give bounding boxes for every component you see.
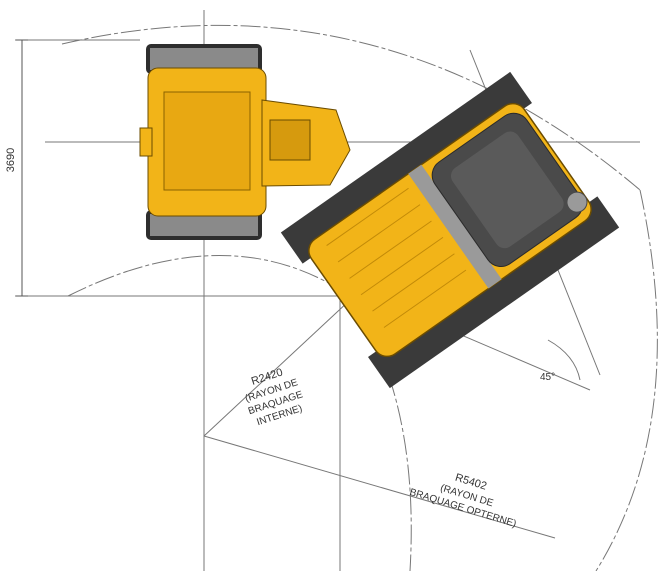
outer-arc-top xyxy=(61,24,641,191)
rear-engine-cover xyxy=(163,91,251,191)
hood-band xyxy=(408,164,502,289)
outer-radius-group: R5402 (RAYON DE BRAQUAGE OPTERNE) xyxy=(408,472,518,530)
rear-counterweight xyxy=(139,127,153,157)
inner-radius-line xyxy=(203,299,351,437)
rear-tire-bottom-tread xyxy=(150,214,258,236)
rear-frame xyxy=(139,44,351,240)
hitch-block xyxy=(269,119,311,161)
outer-arc-right xyxy=(595,189,658,572)
front-track-right xyxy=(368,196,620,389)
outer-radius-line xyxy=(203,435,556,539)
cab-window xyxy=(450,131,564,249)
angle-label: 45° xyxy=(540,372,555,383)
rear-tire-top-tread xyxy=(150,48,258,70)
angle-arc xyxy=(547,339,581,381)
inner-arc-top xyxy=(67,255,351,297)
front-track-left xyxy=(280,71,532,264)
hood-slats xyxy=(326,187,467,328)
guide-lines xyxy=(15,10,640,571)
front-light xyxy=(566,191,588,213)
front-frame xyxy=(280,71,620,389)
height-label: 3690 xyxy=(5,148,17,172)
height-dimension xyxy=(16,39,28,297)
inner-radius-group: R2420 (RAYON DE BRAQUAGE INTERNE) xyxy=(244,366,305,428)
